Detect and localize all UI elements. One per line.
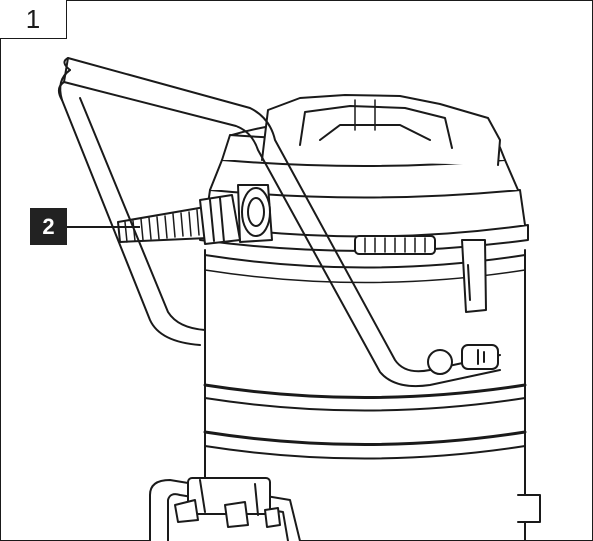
side-clip — [461, 239, 487, 313]
callout-label-hose: 2 — [30, 208, 67, 245]
motor-head — [199, 94, 529, 252]
right-foot — [517, 494, 541, 523]
vent-grille — [354, 235, 436, 255]
power-button — [427, 344, 499, 375]
base-clamp — [149, 477, 301, 541]
hose — [117, 194, 241, 245]
carry-handle — [58, 57, 501, 388]
hose-inlet-port — [237, 184, 273, 243]
figure-number: 1 — [0, 0, 67, 39]
